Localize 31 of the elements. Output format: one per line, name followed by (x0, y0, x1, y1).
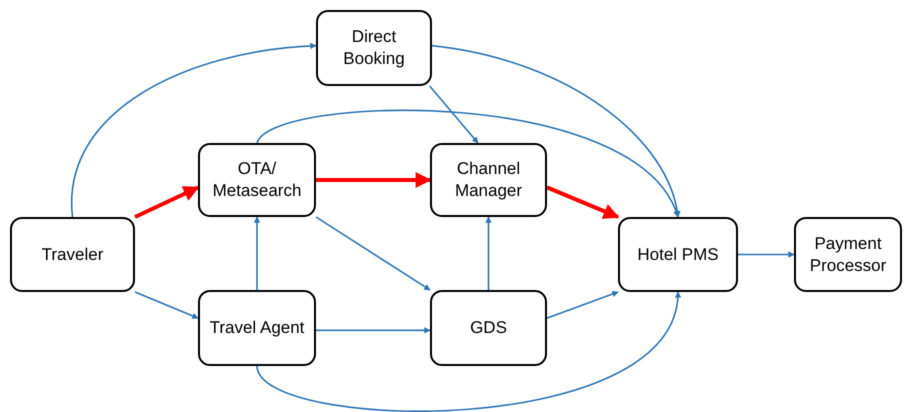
arrow (546, 186, 620, 219)
arrow (134, 291, 199, 319)
process-box (10, 217, 135, 292)
node-label: GDS (470, 317, 507, 339)
arrow (546, 290, 619, 319)
arrow (316, 327, 431, 334)
arrow (256, 291, 680, 412)
arrow (71, 42, 317, 217)
arrow (256, 110, 679, 218)
node-label: Payment Processor (808, 232, 888, 276)
process-box (430, 290, 547, 366)
arrow (429, 85, 479, 144)
arrow (316, 216, 431, 291)
node-label: OTA/ Metasearch (212, 158, 302, 202)
node-label: Traveler (42, 244, 104, 266)
process-box (316, 10, 432, 86)
arrow (316, 172, 432, 188)
node-label: Channel Manager (454, 158, 524, 202)
arrow (134, 186, 200, 219)
node-label: Travel Agent (210, 317, 304, 339)
arrow (254, 216, 260, 290)
process-box (430, 143, 547, 217)
process-box (198, 143, 316, 217)
arrow (485, 216, 492, 290)
arrow (738, 251, 795, 258)
node-label: Hotel PMS (637, 244, 719, 266)
arrow (432, 44, 680, 218)
process-box (198, 290, 316, 366)
process-box (618, 217, 738, 292)
process-box (794, 217, 902, 292)
node-label: Direct Booking (342, 26, 406, 70)
